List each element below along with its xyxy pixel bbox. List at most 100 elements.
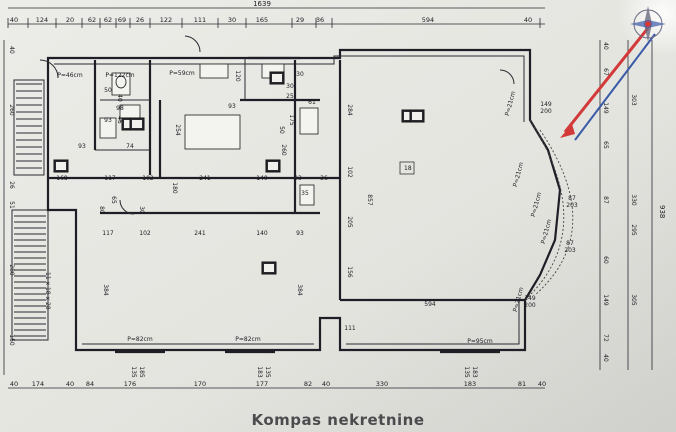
window-size-label: 149 xyxy=(540,101,552,108)
inner-dim-label: 35 xyxy=(301,190,309,197)
top-dim-label: 122 xyxy=(160,16,172,24)
window-size-label: 200 xyxy=(524,302,536,309)
right-dim-label: 330 xyxy=(630,194,637,206)
inner-dim-label: 102 xyxy=(139,230,151,237)
inner-dim-label: 40 xyxy=(116,94,123,102)
inner-dim-label: 93 xyxy=(294,175,302,182)
left-dim-label: 260 xyxy=(8,104,15,116)
cabinet xyxy=(299,107,319,135)
bottom-dim-label: 40 xyxy=(10,380,18,388)
sill-label: 135 xyxy=(463,366,470,378)
room-tag-box xyxy=(399,161,415,175)
inner-dim-label: 594 xyxy=(424,301,436,308)
shower xyxy=(99,117,117,139)
bottom-dim-label: 40 xyxy=(66,380,74,388)
right-dim-label: 40 xyxy=(602,354,609,362)
electrical-tag-inner xyxy=(124,120,134,128)
inner-dim-label: 74 xyxy=(126,143,134,150)
bay-window-curve xyxy=(524,119,574,301)
inner-dim-label: 102 xyxy=(346,166,353,178)
top-dim-label: 165 xyxy=(256,16,268,24)
light-glare xyxy=(520,0,676,140)
electrical-tag-inner xyxy=(268,162,278,170)
bottom-dim-label: 177 xyxy=(256,380,268,388)
top-dim-label: 40 xyxy=(524,16,532,24)
window-size-label: 203 xyxy=(566,202,578,209)
inner-dim-label: 50 xyxy=(278,126,285,134)
inner-dim-label: 25 xyxy=(286,93,294,100)
kitchen-island xyxy=(184,114,241,150)
right-dim-label: 303 xyxy=(630,94,637,106)
fixtures xyxy=(99,63,319,206)
staircase: 11 x 18 x 28 xyxy=(11,79,51,341)
top-dim-label: 29 xyxy=(296,16,304,24)
inner-dim-label: 175 xyxy=(288,114,295,126)
inner-dim-label: 102 xyxy=(142,175,154,182)
right-dim-label: 65 xyxy=(602,141,609,149)
sill-label: 183 xyxy=(256,366,263,378)
electrical-tags xyxy=(53,71,425,275)
electrical-tag-inner xyxy=(404,112,414,120)
inner-dim-label: 80 xyxy=(98,206,105,214)
left-dim-label: 51 xyxy=(8,201,15,209)
window-label: P=46cm xyxy=(57,72,83,79)
inner-dim-label: 93 xyxy=(228,103,236,110)
inner-dim-label: 140 xyxy=(256,230,268,237)
inner-dim-label: 117 xyxy=(102,230,114,237)
inner-dim-label: 30 xyxy=(296,71,304,78)
right-dim-label: 149 xyxy=(602,294,609,306)
bottom-dim-label: 84 xyxy=(86,380,94,388)
top-dim-label: 20 xyxy=(66,16,74,24)
left-dim-label: 40 xyxy=(8,46,15,54)
window-label: P=59cm xyxy=(169,70,195,77)
bottom-dim-label: 330 xyxy=(376,380,388,388)
kitchen-sink xyxy=(199,63,229,79)
sill-label: 135 xyxy=(264,366,271,378)
top-dim-label: 69 xyxy=(118,16,126,24)
window-size-label: 149 xyxy=(524,295,536,302)
inner-dim-label: 65 xyxy=(110,196,117,204)
window-label: P=82cm xyxy=(235,336,261,343)
top-dim-label: 62 xyxy=(88,16,96,24)
bottom-dim-label: 40 xyxy=(538,380,546,388)
right-dim-label: 67 xyxy=(602,68,609,76)
top-dim-label: 124 xyxy=(36,16,48,24)
right-dim-label: 72 xyxy=(602,334,609,342)
top-dim-label: 40 xyxy=(10,16,18,24)
inner-dim-label: 254 xyxy=(174,124,181,136)
bottom-dim-label: 174 xyxy=(32,380,44,388)
inner-dim-label: 284 xyxy=(346,104,353,116)
top-dim-label: 62 xyxy=(104,16,112,24)
top-dim-label: 111 xyxy=(194,16,206,24)
compass-rose-icon xyxy=(630,6,666,42)
sill-label: 135 xyxy=(130,366,137,378)
room-tag: 18 xyxy=(404,165,412,172)
toilet-bowl xyxy=(115,75,127,89)
top-dim-label: 30 xyxy=(228,16,236,24)
inner-dim-label: 30 xyxy=(286,83,294,90)
inner-dim-label: 117 xyxy=(104,175,116,182)
inner-dim-label: 61 xyxy=(308,99,316,106)
inner-dim-label: 384 xyxy=(296,284,303,296)
inner-dim-label: 98 xyxy=(116,105,124,112)
window-size-label: 203 xyxy=(564,247,576,254)
electrical-tag-inner xyxy=(412,112,422,120)
right-overall-dim: 938 xyxy=(658,205,666,218)
inner-dim-label: 93 xyxy=(78,143,86,150)
inner-dim-label: 30 xyxy=(138,206,145,214)
window-size-label: 200 xyxy=(540,108,552,115)
inner-dim-label: 857 xyxy=(366,194,373,206)
bottom-dim-label: 170 xyxy=(194,380,206,388)
left-dim-label: 280 xyxy=(8,264,15,276)
top-overall-dim: 1639 xyxy=(253,0,271,8)
bottom-dim-label: 183 xyxy=(464,380,476,388)
inner-dim-label: 241 xyxy=(199,175,211,182)
inner-dim-label: 180 xyxy=(171,182,178,194)
sill-label: 183 xyxy=(471,366,478,378)
electrical-tag-inner xyxy=(56,162,66,170)
window-label: P=122cm xyxy=(105,72,134,79)
